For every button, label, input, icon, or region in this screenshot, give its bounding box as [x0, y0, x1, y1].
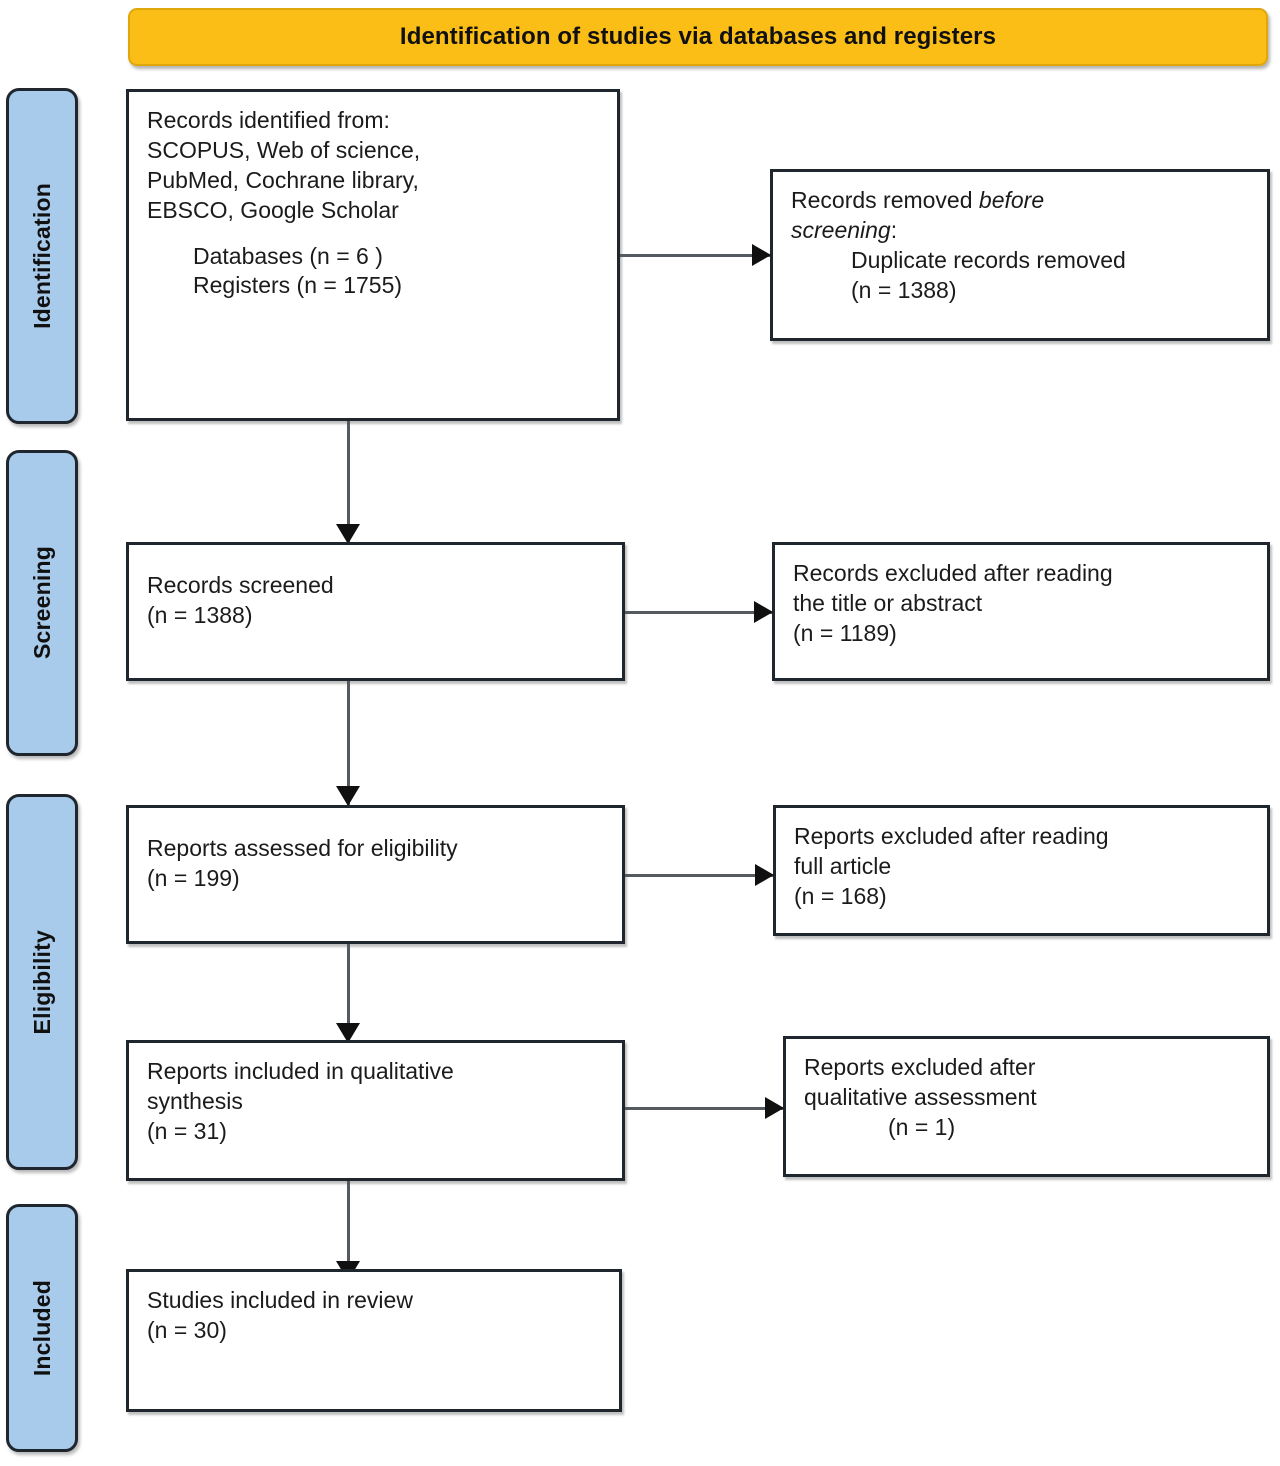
arrow-eligibility-to-excluded-full — [625, 863, 774, 887]
phase-label-included-text: Included — [28, 1279, 55, 1377]
records-identified-registers: Registers (n = 1755) — [193, 272, 403, 299]
arrow-qualitative-to-excluded-qualitative — [625, 1096, 784, 1120]
diagram-title: Identification of studies via databases … — [399, 23, 997, 50]
records-identified-line-4: EBSCO, Google Scholar — [147, 196, 399, 223]
box-records-removed: Records removed before screening: Duplic… — [770, 169, 1270, 341]
arrow-screened-to-excluded-title — [625, 600, 773, 624]
phase-label-identification-text: Identification — [28, 183, 55, 329]
box-reports-qualitative: Reports included in qualitative synthesi… — [126, 1040, 625, 1181]
arrow-screened-to-eligibility — [336, 681, 360, 806]
arrow-shaft — [346, 944, 350, 1042]
records-removed-emphasis-before: before — [978, 187, 1045, 213]
arrow-head — [336, 1023, 360, 1043]
arrow-head — [755, 864, 774, 886]
studies-included-line-1: Studies included in review — [147, 1287, 413, 1313]
phase-label-eligibility-text: Eligibility — [28, 929, 55, 1035]
records-removed-line-1: Records removed before — [791, 186, 1251, 216]
studies-included-count: (n = 30) — [147, 1316, 227, 1343]
box-reports-eligibility: Reports assessed for eligibility (n = 19… — [126, 805, 625, 944]
phase-label-eligibility: Eligibility — [6, 794, 78, 1170]
records-identified-line-2: SCOPUS, Web of science, — [147, 136, 421, 163]
reports-excluded-full-line-1: Reports excluded after reading — [794, 823, 1109, 849]
records-identified-spacer — [147, 226, 601, 242]
phase-label-included: Included — [6, 1204, 78, 1452]
records-excluded-title-line-1: Records excluded after reading — [793, 560, 1113, 586]
arrow-head — [754, 601, 773, 623]
phase-label-screening-text: Screening — [28, 546, 55, 660]
arrow-shaft — [625, 873, 773, 877]
box-records-identified: Records identified from: SCOPUS, Web of … — [126, 89, 620, 421]
records-screened-line-1: Records screened — [147, 572, 334, 598]
arrow-shaft — [625, 1106, 783, 1110]
arrow-shaft — [620, 253, 770, 257]
records-excluded-title-line-2: the title or abstract — [793, 589, 983, 616]
records-removed-emphasis-screening: screening — [791, 216, 891, 243]
box-reports-excluded-qualitative: Reports excluded after qualitative asses… — [783, 1036, 1270, 1177]
records-identified-databases: Databases (n = 6 ) — [193, 242, 383, 269]
arrow-shaft — [625, 610, 772, 614]
reports-excluded-qualitative-line-2: qualitative assessment — [804, 1083, 1037, 1110]
arrow-shaft — [346, 681, 350, 805]
arrow-identified-to-screened — [336, 421, 360, 544]
arrow-head — [752, 244, 771, 266]
arrow-eligibility-to-qualitative — [336, 944, 360, 1043]
reports-excluded-qualitative-count: (n = 1) — [888, 1113, 956, 1140]
arrow-head — [336, 786, 360, 806]
reports-excluded-full-line-2: full article — [794, 852, 892, 879]
records-removed-count: (n = 1388) — [851, 276, 957, 303]
records-removed-colon: : — [890, 216, 898, 243]
records-removed-text-a: Records removed — [791, 187, 979, 213]
records-screened-count: (n = 1388) — [147, 601, 253, 628]
box-records-excluded-title: Records excluded after reading the title… — [772, 542, 1270, 681]
reports-eligibility-count: (n = 199) — [147, 864, 240, 891]
reports-qualitative-count: (n = 31) — [147, 1117, 227, 1144]
reports-qualitative-line-1: Reports included in qualitative — [147, 1058, 454, 1084]
reports-qualitative-line-2: synthesis — [147, 1087, 243, 1114]
reports-excluded-qualitative-line-1: Reports excluded after — [804, 1054, 1036, 1080]
phase-label-screening: Screening — [6, 450, 78, 756]
records-identified-line-3: PubMed, Cochrane library, — [147, 166, 419, 193]
phase-label-identification: Identification — [6, 88, 78, 424]
arrow-shaft — [346, 421, 350, 543]
arrow-qualitative-to-studies — [336, 1181, 360, 1281]
arrow-head — [336, 524, 360, 544]
box-studies-included: Studies included in review (n = 30) — [126, 1269, 622, 1412]
reports-eligibility-line-1: Reports assessed for eligibility — [147, 835, 458, 861]
box-reports-excluded-full: Reports excluded after reading full arti… — [773, 805, 1270, 936]
arrow-shaft — [346, 1181, 350, 1280]
records-excluded-title-count: (n = 1189) — [793, 619, 897, 646]
arrow-identified-to-removed — [620, 243, 771, 267]
box-records-screened: Records screened (n = 1388) — [126, 542, 625, 681]
diagram-title-banner: Identification of studies via databases … — [128, 8, 1268, 66]
arrow-head — [765, 1097, 784, 1119]
reports-excluded-full-count: (n = 168) — [794, 882, 887, 909]
records-removed-duplicates: Duplicate records removed — [851, 246, 1126, 273]
records-removed-line-2: screening: — [791, 216, 1251, 246]
records-identified-line-1: Records identified from: — [147, 107, 390, 133]
